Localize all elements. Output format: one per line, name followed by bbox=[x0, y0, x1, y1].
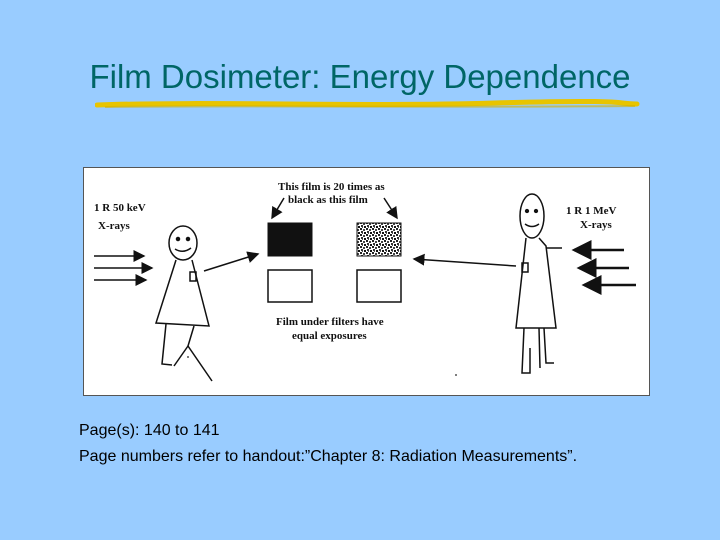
caption: Page(s): 140 to 141 Page numbers refer t… bbox=[79, 418, 577, 470]
left-energy-label: 1 R 50 keV bbox=[94, 202, 146, 214]
slide-title: Film Dosimeter: Energy Dependence bbox=[89, 58, 631, 95]
pointer-arrow-dark-film bbox=[271, 197, 285, 220]
dark-film bbox=[267, 222, 313, 257]
filter-right bbox=[356, 269, 402, 303]
left-xray-label: X-rays bbox=[98, 220, 130, 232]
top-annotation-line2: black as this film bbox=[288, 194, 368, 206]
light-film bbox=[356, 222, 402, 257]
speck bbox=[187, 356, 189, 358]
title-underline bbox=[95, 98, 640, 108]
right-xray-arrows bbox=[571, 240, 636, 295]
caption-pages: Page(s): 140 to 141 bbox=[79, 422, 220, 439]
filter-left bbox=[267, 269, 313, 303]
left-person-figure bbox=[154, 225, 213, 382]
caption-reference: Page numbers refer to handout:”Chapter 8… bbox=[79, 448, 578, 465]
right-xray-label: X-rays bbox=[580, 219, 612, 231]
bottom-annotation-line1: Film under filters have bbox=[276, 316, 384, 328]
right-dosimeter-arrow bbox=[412, 253, 517, 267]
left-xray-arrows bbox=[94, 250, 154, 286]
speck bbox=[455, 374, 457, 376]
right-energy-label: 1 R 1 MeV bbox=[566, 205, 616, 217]
left-dosimeter-arrow bbox=[203, 251, 260, 272]
right-person-figure bbox=[515, 193, 562, 374]
film-dosimeter-figure: This film is 20 times as black as this f… bbox=[83, 167, 650, 396]
top-annotation-line1: This film is 20 times as bbox=[278, 181, 385, 193]
bottom-annotation-line2: equal exposures bbox=[292, 330, 367, 342]
pointer-arrow-light-film bbox=[383, 197, 398, 220]
